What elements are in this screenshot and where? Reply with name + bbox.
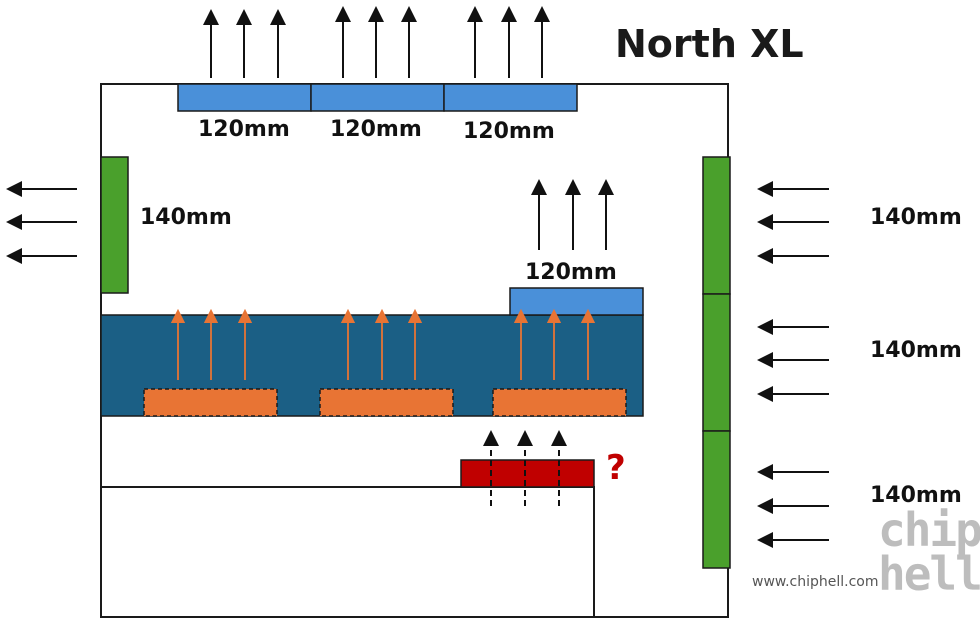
watermark: www.chiphell.com xyxy=(752,574,879,590)
top-fan-2 xyxy=(310,83,445,112)
top-fan-2-label: 120mm xyxy=(330,117,422,142)
front-fan-1 xyxy=(702,156,731,295)
radiator-fan xyxy=(509,287,644,316)
rear-fan-label: 140mm xyxy=(140,205,232,230)
lower-compartment xyxy=(100,486,595,618)
front-intake-arrows xyxy=(757,181,829,548)
unknown-fan xyxy=(460,459,595,488)
front-fan-3 xyxy=(702,430,731,569)
unknown-fan-airflow xyxy=(483,430,567,506)
top-fan-3-label: 120mm xyxy=(463,119,555,144)
logo-text: chip hell xyxy=(878,503,980,601)
top-fan-1 xyxy=(177,83,312,112)
front-fan-3-label: 140mm xyxy=(870,483,962,508)
top-exhaust-arrows xyxy=(203,6,550,78)
chiphell-logo: chip hell xyxy=(878,507,980,597)
front-fan-2-label: 140mm xyxy=(870,338,962,363)
rear-exhaust-arrows xyxy=(6,181,77,264)
heat-source-2 xyxy=(319,388,454,417)
heat-source-3 xyxy=(492,388,627,417)
diagram-title: North XL xyxy=(615,22,804,66)
front-fan-2 xyxy=(702,293,731,432)
top-fan-3 xyxy=(443,83,578,112)
rear-fan xyxy=(100,156,129,294)
radiator-fan-label: 120mm xyxy=(525,260,617,285)
front-fan-1-label: 140mm xyxy=(870,205,962,230)
heat-source-1 xyxy=(143,388,278,417)
radiator-airflow-arrows xyxy=(170,308,596,380)
unknown-marker: ? xyxy=(606,448,626,488)
top-fan-1-label: 120mm xyxy=(198,117,290,142)
radiator-exhaust-arrows xyxy=(531,179,614,250)
